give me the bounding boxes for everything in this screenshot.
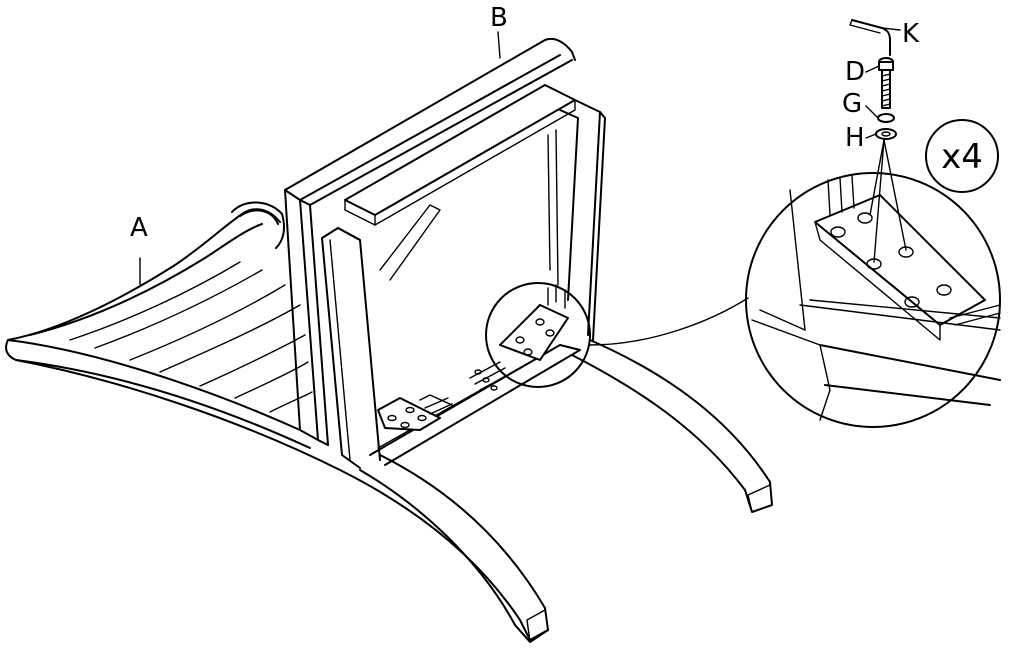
label-back: B [490, 3, 508, 33]
chair-seat [5, 201, 773, 643]
flat-washer-icon [875, 128, 897, 140]
quantity-text: x4 [941, 137, 983, 177]
label-seat: A [130, 213, 148, 243]
detail-magnifier [745, 139, 1001, 428]
label-lock-washer: G [842, 89, 862, 119]
chair-back [284, 38, 749, 469]
label-flat-washer: H [845, 123, 865, 153]
bolt-icon [878, 57, 894, 109]
label-bolt: D [845, 57, 865, 87]
part-labels: A B K D G H [130, 3, 920, 286]
lock-washer-icon [877, 113, 895, 123]
hardware-stack [849, 19, 901, 140]
quantity-badge: x4 [925, 119, 999, 193]
hex-key-icon [851, 19, 891, 56]
label-hex-key: K [902, 19, 920, 49]
